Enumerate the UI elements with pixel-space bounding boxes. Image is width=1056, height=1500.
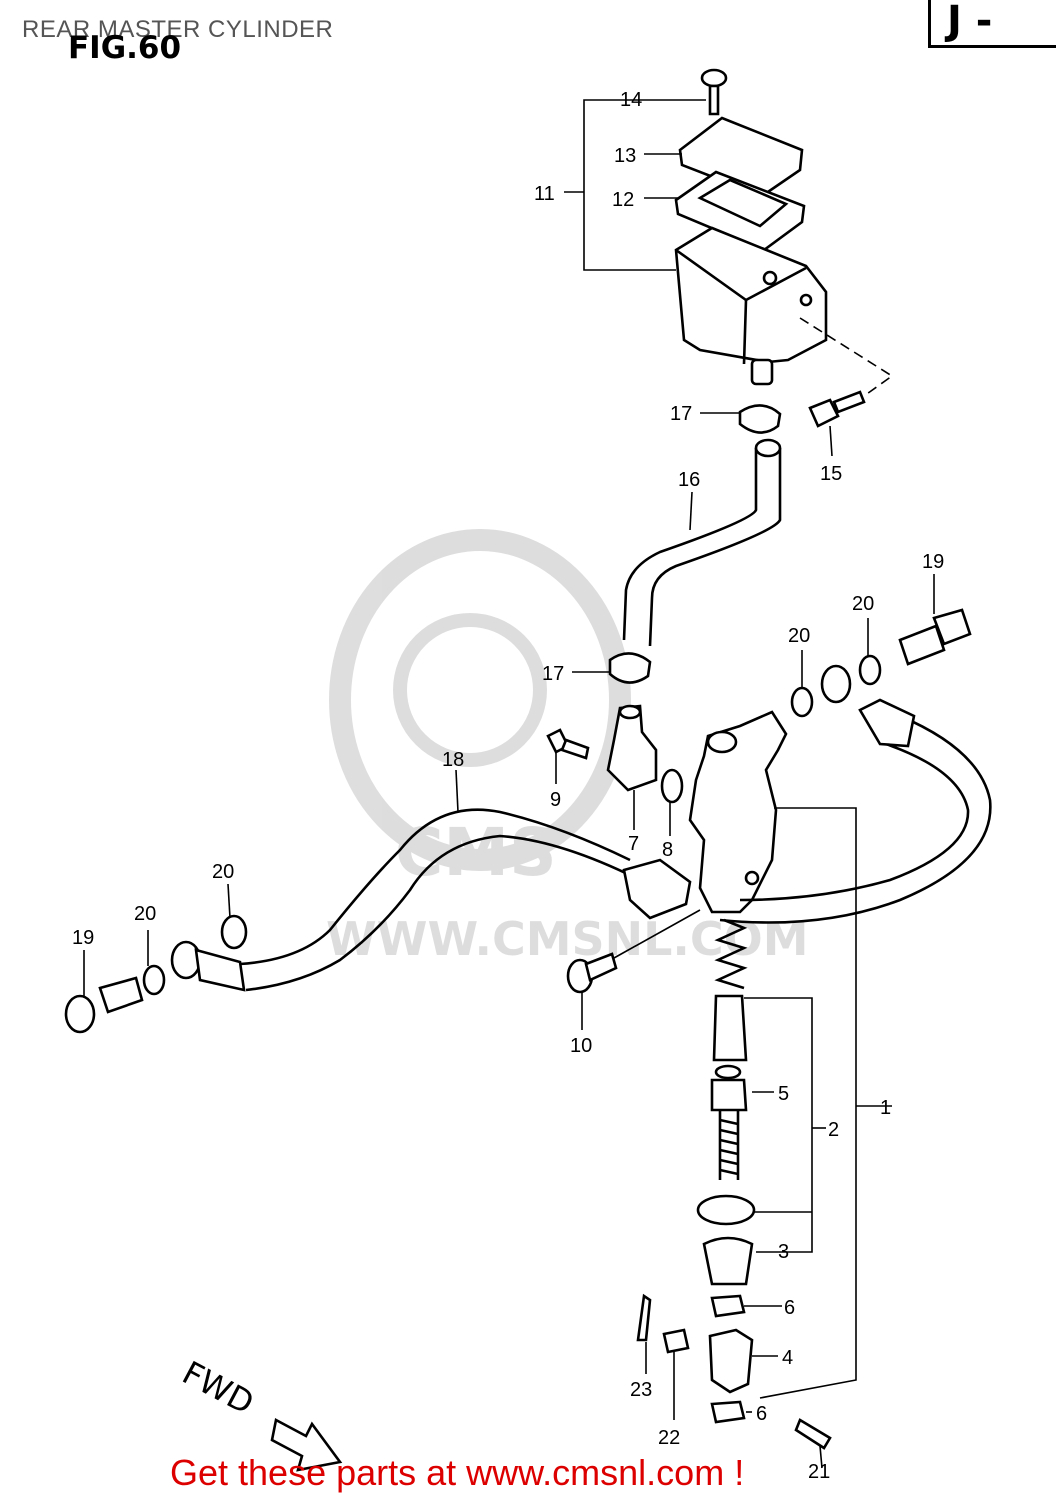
brake-hose-right bbox=[719, 714, 992, 924]
cap-screw bbox=[700, 68, 728, 116]
brake-hose-left bbox=[239, 808, 641, 992]
label-10: 10 bbox=[570, 1035, 592, 1057]
reservoir-diaphragm bbox=[674, 170, 806, 252]
washer-right-a bbox=[790, 686, 814, 718]
label-20b: 20 bbox=[134, 903, 156, 925]
banjo-bolt-left bbox=[64, 976, 144, 1034]
fwd-label: FWD bbox=[176, 1354, 260, 1423]
washer-left-a bbox=[220, 914, 248, 950]
label-23: 23 bbox=[630, 1379, 652, 1401]
watermark-logo: CMS bbox=[395, 814, 557, 891]
leader-lines bbox=[83, 99, 935, 1469]
label-20c: 20 bbox=[788, 625, 810, 647]
label-9: 9 bbox=[550, 789, 561, 811]
label-21: 21 bbox=[808, 1461, 830, 1483]
label-17a: 17 bbox=[670, 403, 692, 425]
label-5: 5 bbox=[778, 1083, 789, 1105]
banjo-bolt-right bbox=[898, 608, 972, 666]
label-15: 15 bbox=[820, 463, 842, 485]
label-2: 2 bbox=[828, 1119, 839, 1141]
label-17b: 17 bbox=[542, 663, 564, 685]
figure-number: FIG.60 bbox=[68, 30, 182, 66]
banjo-right bbox=[820, 664, 852, 704]
label-8: 8 bbox=[662, 839, 673, 861]
washer-left-b bbox=[142, 964, 166, 996]
label-7: 7 bbox=[628, 833, 639, 855]
label-13: 13 bbox=[614, 145, 636, 167]
label-6b: 6 bbox=[756, 1403, 767, 1425]
forward-arrow-icon bbox=[270, 1418, 343, 1472]
fitting-screw bbox=[546, 728, 590, 760]
reservoir-cap bbox=[678, 116, 804, 198]
page-code: J - bbox=[928, 0, 1056, 48]
label-12: 12 bbox=[612, 189, 634, 211]
header-title: REAR MASTER CYLINDER bbox=[22, 16, 334, 43]
label-1: 1 bbox=[880, 1097, 891, 1119]
label-19a: 19 bbox=[72, 927, 94, 949]
cotter-pin bbox=[636, 1293, 652, 1342]
hose-clamp-upper bbox=[738, 404, 782, 434]
label-16: 16 bbox=[678, 469, 700, 491]
clevis bbox=[708, 1328, 754, 1394]
o-ring bbox=[660, 768, 684, 804]
label-20a: 20 bbox=[212, 861, 234, 883]
return-spring bbox=[714, 918, 748, 990]
master-cylinder-body bbox=[688, 710, 788, 914]
nut-lower bbox=[710, 1400, 746, 1424]
hose-clamp-lower bbox=[608, 652, 652, 684]
pin-nut bbox=[662, 1328, 690, 1354]
label-3: 3 bbox=[778, 1241, 789, 1263]
cmsnl-parts-link[interactable]: Get these parts at www.cmsnl.com ! bbox=[170, 1452, 745, 1493]
clevis-pin bbox=[794, 1418, 832, 1450]
piston bbox=[712, 994, 748, 1062]
label-19b: 19 bbox=[922, 551, 944, 573]
label-4: 4 bbox=[782, 1347, 793, 1369]
part-labels: 1 2 3 4 5 6 6 7 8 9 10 11 12 13 14 15 16… bbox=[72, 89, 944, 1483]
label-6a: 6 bbox=[784, 1297, 795, 1319]
circlip bbox=[696, 1194, 756, 1226]
banjo-left bbox=[170, 940, 202, 980]
label-20d: 20 bbox=[852, 593, 874, 615]
hose-fitting bbox=[606, 704, 658, 792]
push-rod bbox=[710, 1064, 748, 1180]
label-22: 22 bbox=[658, 1427, 680, 1449]
reservoir-hose bbox=[622, 448, 782, 647]
label-18: 18 bbox=[442, 749, 464, 771]
label-11: 11 bbox=[534, 183, 555, 205]
dust-boot bbox=[702, 1236, 754, 1286]
reservoir-body bbox=[674, 226, 828, 386]
retaining-screw bbox=[566, 952, 618, 994]
label-14: 14 bbox=[620, 89, 642, 111]
washer-right-b bbox=[858, 654, 882, 686]
reservoir-bolt bbox=[808, 390, 866, 428]
nut-upper bbox=[710, 1294, 746, 1318]
